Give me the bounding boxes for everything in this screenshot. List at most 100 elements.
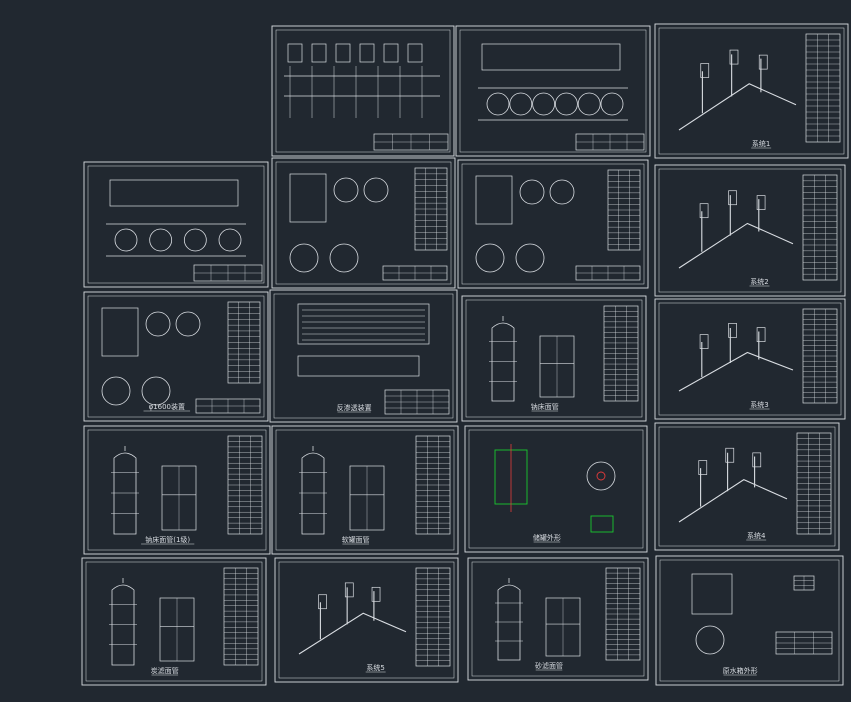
vessel-circle <box>555 92 578 116</box>
sheet-label: φ1600装置 <box>149 402 185 411</box>
iso-vessel <box>752 452 762 468</box>
drawing-sheet-2[interactable] <box>455 25 651 157</box>
iso-vessel <box>728 323 737 338</box>
sheet-inner-border <box>87 295 265 418</box>
sheet-inner-border <box>275 429 455 551</box>
sheet-border <box>271 425 459 555</box>
sheet-inner-border <box>659 559 840 682</box>
drawing-sheet-1[interactable] <box>271 25 455 157</box>
membrane-rack <box>297 303 430 345</box>
vessel-circle <box>695 625 725 655</box>
room-outline <box>109 179 239 207</box>
sheet-label: 原水箱外形 <box>723 666 758 675</box>
sheet-inner-border <box>461 163 645 285</box>
vessel-circle <box>145 311 171 337</box>
sheet-border <box>654 298 846 420</box>
vessel-circle <box>183 228 207 252</box>
sheet-label: 砂滤面管 <box>535 661 563 670</box>
sheet-inner-border <box>273 293 454 419</box>
sheet-label: 钠床面管 <box>531 402 559 411</box>
room-outline <box>481 43 621 71</box>
sheet-inner-border <box>465 299 643 418</box>
vessel-circle <box>141 376 171 406</box>
drawing-sheet-6[interactable] <box>457 159 649 289</box>
equipment-box <box>359 43 375 63</box>
sheet-border <box>269 289 458 423</box>
drawing-sheet-14[interactable]: 储罐外形 <box>464 425 648 553</box>
iso-vessel <box>700 63 710 78</box>
vessel-section <box>475 175 513 225</box>
iso-vessel <box>699 203 709 219</box>
sheet-label: 系统5 <box>366 663 384 672</box>
sheet-label: 软罐面管 <box>342 535 370 544</box>
iso-vessel <box>699 334 709 349</box>
sheet-label: 系统1 <box>752 139 770 148</box>
tank-elevation <box>111 584 135 666</box>
vessel-circle <box>333 177 359 203</box>
iso-vessel <box>758 54 768 70</box>
isometric-pipe <box>678 195 794 269</box>
isometric-pipe <box>298 587 407 655</box>
vessel-circle <box>586 461 616 491</box>
sheet-label: 系统2 <box>750 277 768 286</box>
iso-vessel <box>698 460 708 475</box>
drawing-sheet-15[interactable]: 系统4 <box>654 422 840 551</box>
drawing-sheet-16[interactable]: 炭滤面管 <box>81 557 267 686</box>
drawing-sheet-18[interactable]: 砂滤面管 <box>467 557 649 681</box>
iso-vessel <box>756 195 766 210</box>
drawing-sheet-8[interactable]: φ1600装置 <box>83 291 269 422</box>
iso-vessel <box>371 586 381 602</box>
iso-vessel <box>318 594 327 610</box>
vessel-circle <box>289 243 319 273</box>
vessel-circle <box>363 177 389 203</box>
vessel-circle <box>549 179 575 205</box>
equipment-box <box>335 43 351 63</box>
iso-vessel <box>344 582 354 598</box>
drawing-sheet-9[interactable]: 反渗透装置 <box>269 289 458 423</box>
sheet-border <box>83 425 271 555</box>
sheet-border <box>274 557 459 683</box>
tank-elevation <box>491 322 515 402</box>
sheet-label: 钠床面管(1级) <box>145 535 190 544</box>
drawing-sheet-19[interactable]: 原水箱外形 <box>655 555 844 686</box>
vessel-circle <box>509 92 533 116</box>
sheet-inner-border <box>658 426 836 547</box>
drawing-sheet-13[interactable]: 软罐面管 <box>271 425 459 555</box>
sheet-label: 储罐外形 <box>533 533 561 542</box>
tank-elevation <box>497 584 521 661</box>
water-tank <box>691 573 733 615</box>
sheet-inner-border <box>275 29 451 153</box>
sheet-label: 系统3 <box>750 400 768 409</box>
drawing-sheet-12[interactable]: 钠床面管(1级) <box>83 425 271 555</box>
sheet-border <box>654 23 849 159</box>
sheet-inner-border <box>87 165 265 284</box>
sheet-label: 炭滤面管 <box>151 666 179 675</box>
sheet-label: 反渗透装置 <box>337 403 372 412</box>
drawing-sheet-10[interactable]: 钠床面管 <box>461 295 647 422</box>
legend-box <box>590 515 614 533</box>
drawing-sheet-3[interactable]: 系统1 <box>654 23 849 159</box>
sheet-border <box>654 164 846 297</box>
equipment-box <box>383 43 399 63</box>
tank-elevation <box>113 452 137 535</box>
isometric-pipe <box>678 328 794 392</box>
drawing-sheet-4[interactable] <box>83 161 269 288</box>
vessel-circle <box>486 92 510 116</box>
vessel-circle <box>149 228 173 252</box>
drawing-sheets: 系统1 系统2 φ1600装置 反渗透装置 钠床面管 系统3 钠床面管(1级) 软罐面管 储罐外… <box>81 23 849 686</box>
vessel-circle <box>475 243 505 273</box>
drawing-sheet-17[interactable]: 系统5 <box>274 557 459 683</box>
sheet-border <box>271 157 456 289</box>
sheet-border <box>461 295 647 422</box>
sheet-border <box>467 557 649 681</box>
vessel-section <box>289 173 327 223</box>
rack-elevation <box>297 355 420 377</box>
drawing-sheet-11[interactable]: 系统3 <box>654 298 846 420</box>
sheet-border <box>83 291 269 422</box>
drawing-sheet-7[interactable]: 系统2 <box>654 164 846 297</box>
tank-elevation <box>301 452 325 535</box>
drawing-sheet-5[interactable] <box>271 157 456 289</box>
sheet-inner-border <box>658 168 842 293</box>
sheet-inner-border <box>87 429 267 551</box>
